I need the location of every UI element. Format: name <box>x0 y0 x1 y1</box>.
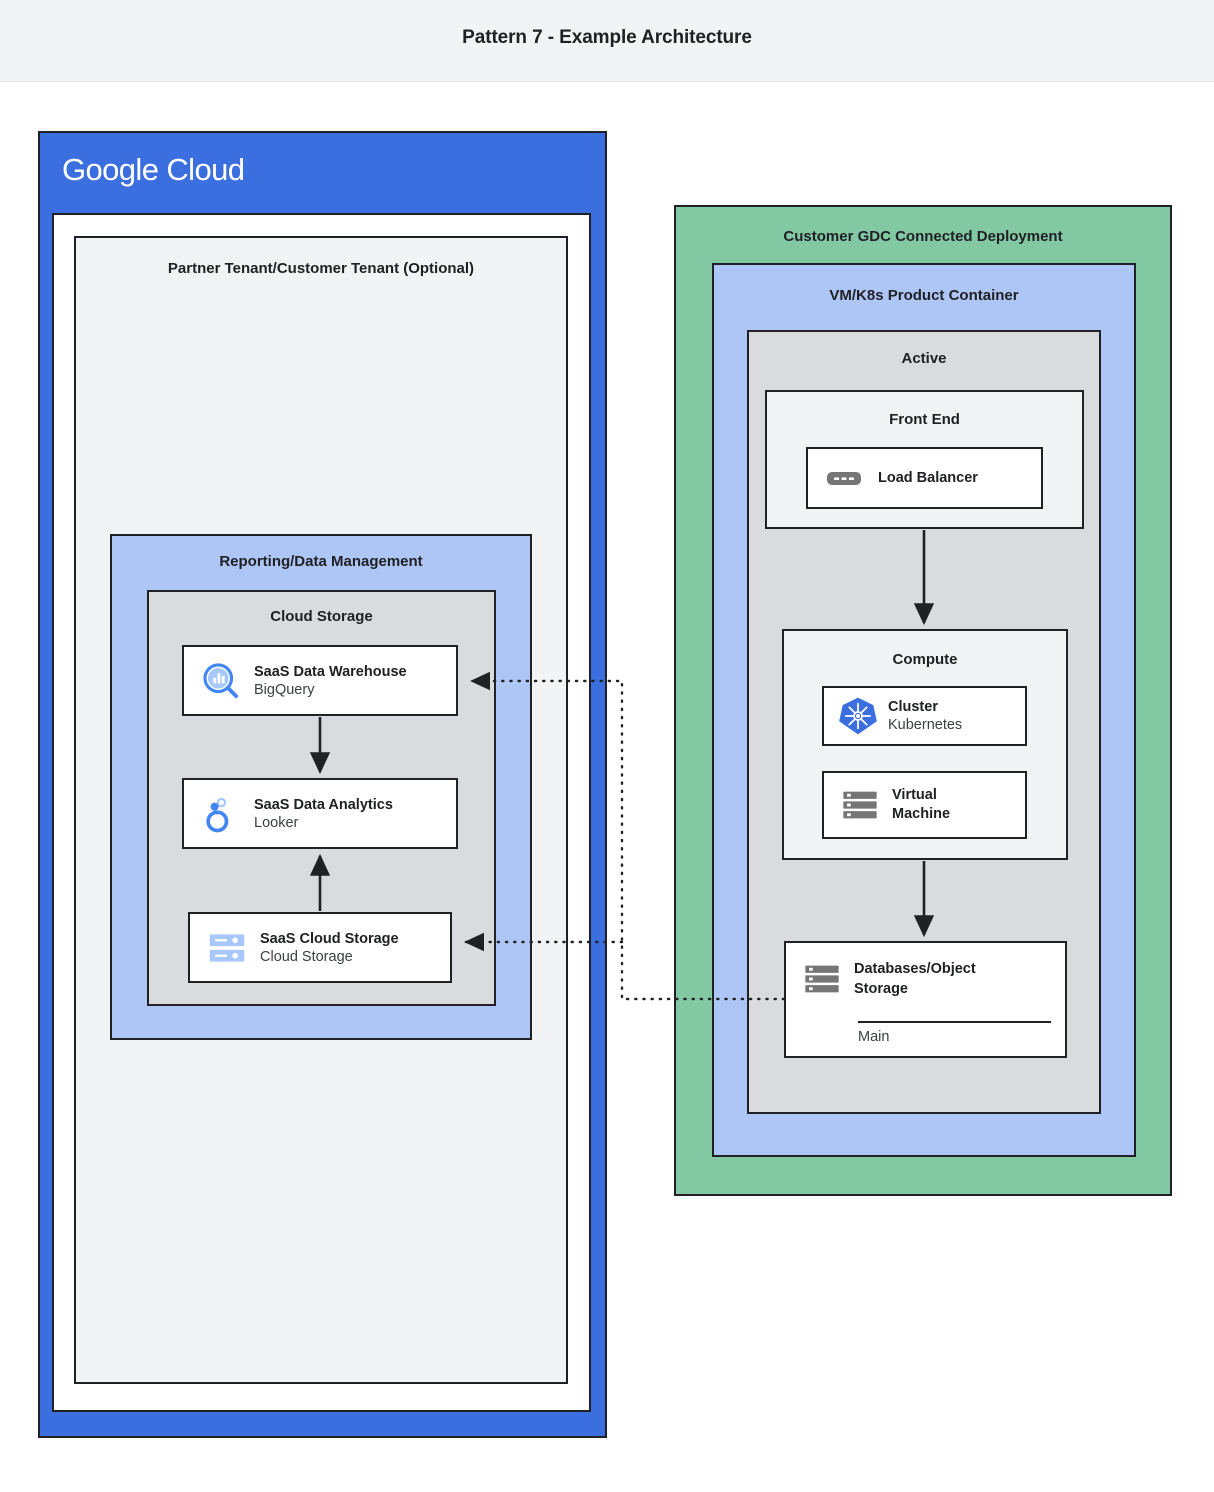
load-balancer-card[interactable]: Load Balancer <box>806 447 1043 509</box>
active-label: Active <box>901 350 947 367</box>
databases-object-storage-title-line2: Storage <box>854 981 908 997</box>
saas-data-warehouse-title: SaaS Data Warehouse <box>254 663 407 680</box>
saas-data-analytics-text: SaaS Data Analytics Looker <box>254 796 393 832</box>
load-balancer-title: Load Balancer <box>878 470 978 486</box>
databases-object-storage-title-line1: Databases/Object <box>854 961 976 977</box>
saas-cloud-storage-text: SaaS Cloud Storage Cloud Storage <box>260 930 399 966</box>
database-icon <box>800 959 844 999</box>
vm-k8s-product-container-label: VM/K8s Product Container <box>829 287 1019 304</box>
partner-tenant-label: Partner Tenant/Customer Tenant (Optional… <box>167 260 475 277</box>
saas-cloud-storage-title: SaaS Cloud Storage <box>260 930 399 947</box>
google-cloud-logo-google: Google <box>62 152 159 187</box>
databases-object-storage-text: Databases/Object Storage <box>854 959 976 999</box>
databases-object-storage-detail: Main <box>858 1029 890 1045</box>
saas-data-warehouse-card[interactable]: SaaS Data Warehouse BigQuery <box>182 645 458 716</box>
load-balancer-icon <box>826 468 866 488</box>
compute-label: Compute <box>892 651 958 668</box>
saas-data-warehouse-subtitle: BigQuery <box>254 681 315 698</box>
customer-gdc-deployment-label: Customer GDC Connected Deployment <box>783 228 1063 245</box>
cluster-subtitle: Kubernetes <box>888 717 963 733</box>
cluster-card[interactable]: Cluster Kubernetes <box>822 686 1027 746</box>
virtual-machine-text: Virtual Machine <box>892 786 950 824</box>
cluster-title: Cluster <box>888 699 938 715</box>
saas-cloud-storage-card[interactable]: SaaS Cloud Storage Cloud Storage <box>188 912 452 983</box>
cloud-storage-group-label: Cloud Storage <box>270 608 373 625</box>
databases-object-storage-card[interactable]: Databases/Object Storage Main <box>784 941 1067 1058</box>
saas-data-analytics-subtitle: Looker <box>254 814 299 831</box>
title-bar: Pattern 7 - Example Architecture <box>0 0 1214 82</box>
page-title: Pattern 7 - Example Architecture <box>462 27 752 48</box>
virtual-machine-title-line1: Virtual <box>892 787 937 803</box>
databases-divider <box>858 1021 1051 1023</box>
reporting-data-management-label: Reporting/Data Management <box>219 553 423 570</box>
saas-data-warehouse-text: SaaS Data Warehouse BigQuery <box>254 663 407 699</box>
google-cloud-logo: Google Cloud <box>62 152 245 188</box>
virtual-machine-card[interactable]: Virtual Machine <box>822 771 1027 839</box>
bigquery-icon <box>198 658 244 704</box>
google-cloud-logo-cloud: Cloud <box>166 152 245 187</box>
cloud-storage-icon <box>204 925 250 971</box>
front-end-label: Front End <box>889 411 960 428</box>
saas-cloud-storage-subtitle: Cloud Storage <box>260 948 353 965</box>
virtual-machine-icon <box>838 785 882 825</box>
saas-data-analytics-title: SaaS Data Analytics <box>254 796 393 813</box>
virtual-machine-title-line2: Machine <box>892 806 951 822</box>
looker-icon <box>198 791 244 837</box>
kubernetes-icon <box>836 694 880 738</box>
saas-data-analytics-card[interactable]: SaaS Data Analytics Looker <box>182 778 458 849</box>
cluster-text: Cluster Kubernetes <box>888 698 962 734</box>
